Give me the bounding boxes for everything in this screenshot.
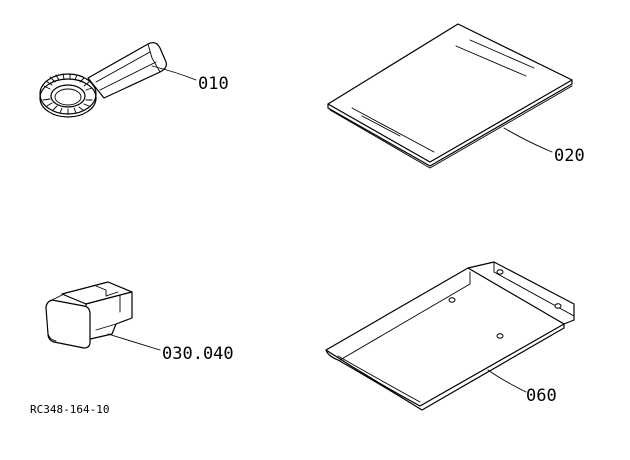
drawing-ref-code: RC348-164-10 xyxy=(30,403,109,416)
wrench-drawing xyxy=(39,42,197,118)
part-label-010: 010 xyxy=(198,74,229,94)
plate-drawing xyxy=(325,261,575,411)
part-label-030-040: 030.040 xyxy=(162,344,234,364)
part-label-020: 020 xyxy=(554,146,585,166)
manual-drawing xyxy=(327,23,573,169)
part-label-060: 060 xyxy=(526,386,557,406)
connector-cap-drawing xyxy=(45,281,161,351)
